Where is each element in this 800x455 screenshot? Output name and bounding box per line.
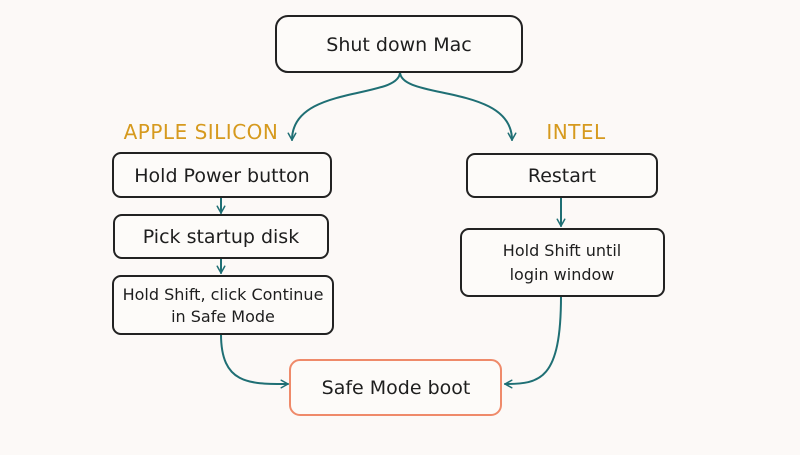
node-hold-shift-until-login-line-2: login window — [510, 265, 615, 284]
edge-hold-shift-login-to-safe-mode — [504, 295, 562, 389]
node-safe-mode-boot-label: Safe Mode boot — [322, 377, 471, 399]
node-shut-down-mac: Shut down Mac — [275, 15, 523, 73]
node-hold-shift-click-continue-line-2: in Safe Mode — [171, 307, 275, 326]
branch-label-intel: INTEL — [546, 120, 606, 144]
node-hold-power-button-label: Hold Power button — [134, 165, 309, 187]
node-hold-shift-until-login: Hold Shift until login window — [460, 228, 665, 297]
node-restart-label: Restart — [528, 165, 596, 187]
node-hold-shift-click-continue: Hold Shift, click Continue in Safe Mode — [112, 275, 334, 335]
node-pick-startup-disk: Pick startup disk — [113, 214, 329, 259]
node-shut-down-mac-label: Shut down Mac — [326, 34, 471, 56]
edge-shutdown-to-apple-silicon — [287, 71, 401, 141]
node-hold-shift-until-login-line-1: Hold Shift until — [503, 241, 621, 260]
node-hold-shift-click-continue-line-1: Hold Shift, click Continue — [123, 285, 324, 304]
node-pick-startup-disk-label: Pick startup disk — [143, 226, 299, 248]
node-safe-mode-boot: Safe Mode boot — [289, 359, 502, 416]
edge-shutdown-to-intel — [399, 71, 517, 141]
branch-label-apple-silicon: APPLE SILICON — [124, 120, 279, 144]
node-hold-power-button: Hold Power button — [112, 152, 332, 198]
node-restart: Restart — [466, 153, 658, 198]
edge-hold-shift-continue-to-safe-mode — [220, 333, 289, 389]
